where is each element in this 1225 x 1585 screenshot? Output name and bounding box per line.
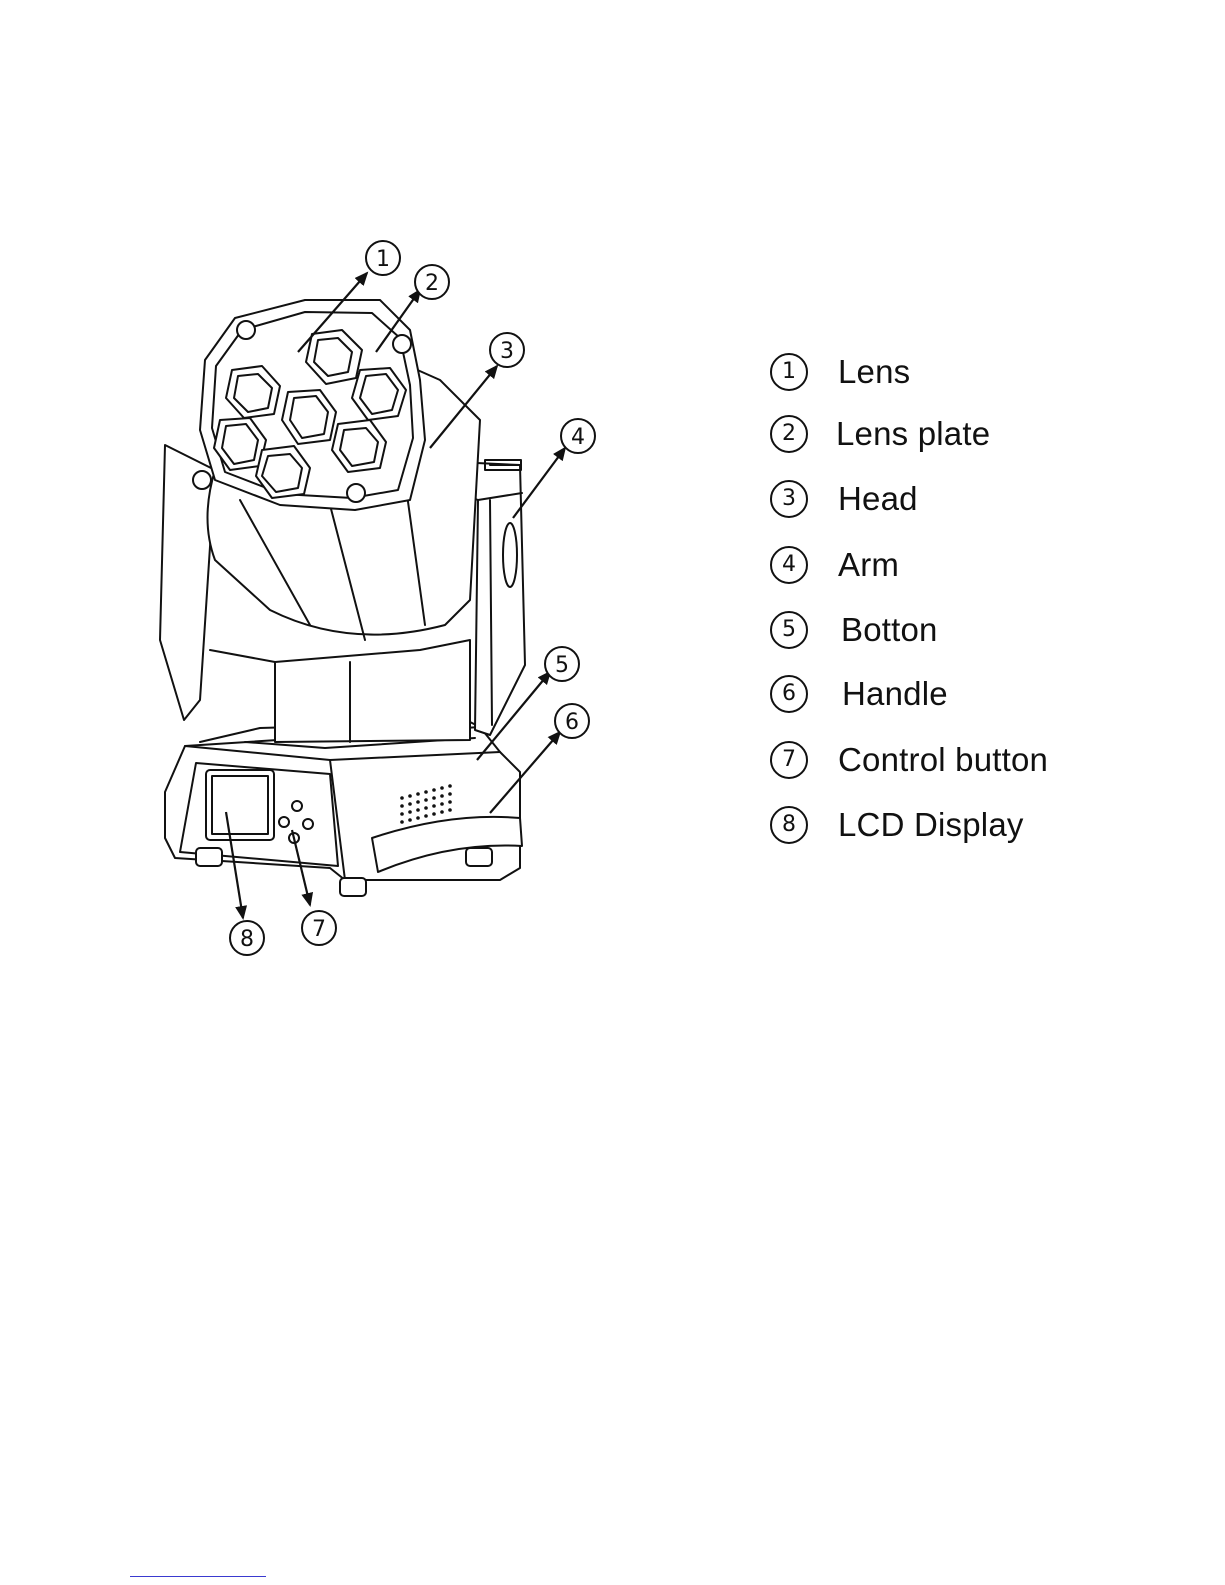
callout-number-8: 8 <box>240 927 254 952</box>
legend-label: Control button <box>838 741 1048 779</box>
legend-label: Arm <box>838 546 899 584</box>
callout-number-5: 5 <box>555 653 569 678</box>
callout-number-1: 1 <box>376 247 390 272</box>
legend-number: 4 <box>770 546 808 584</box>
legend-item-lens-plate: 2 Lens plate <box>770 406 990 462</box>
legend-label: Handle <box>842 675 948 713</box>
legend-number: 1 <box>770 353 808 391</box>
callout-number-3: 3 <box>500 339 514 364</box>
legend-label: LCD Display <box>838 806 1024 844</box>
footer-rule <box>130 1576 266 1577</box>
callout-number-2: 2 <box>425 271 439 296</box>
legend-number: 8 <box>770 806 808 844</box>
legend-item-botton: 5 Botton <box>770 602 938 658</box>
legend-label: Botton <box>841 611 938 649</box>
legend-number: 7 <box>770 741 808 779</box>
legend-item-control-button: 7 Control button <box>770 732 1048 788</box>
callout-number-7: 7 <box>312 917 326 942</box>
legend-item-arm: 4 Arm <box>770 537 899 593</box>
callout-number-4: 4 <box>571 425 585 450</box>
legend-label: Lens <box>838 353 910 391</box>
legend-number: 2 <box>770 415 808 453</box>
callout-number-6: 6 <box>565 710 579 735</box>
legend-label: Lens plate <box>836 415 990 453</box>
legend-item-head: 3 Head <box>770 471 918 527</box>
legend-label: Head <box>838 480 918 518</box>
legend-number: 3 <box>770 480 808 518</box>
legend-number: 6 <box>770 675 808 713</box>
legend-number: 5 <box>770 611 808 649</box>
legend-item-handle: 6 Handle <box>770 666 948 722</box>
lcd-display <box>212 776 268 834</box>
legend-item-lens: 1 Lens <box>770 344 910 400</box>
legend-item-lcd-display: 8 LCD Display <box>770 797 1024 853</box>
